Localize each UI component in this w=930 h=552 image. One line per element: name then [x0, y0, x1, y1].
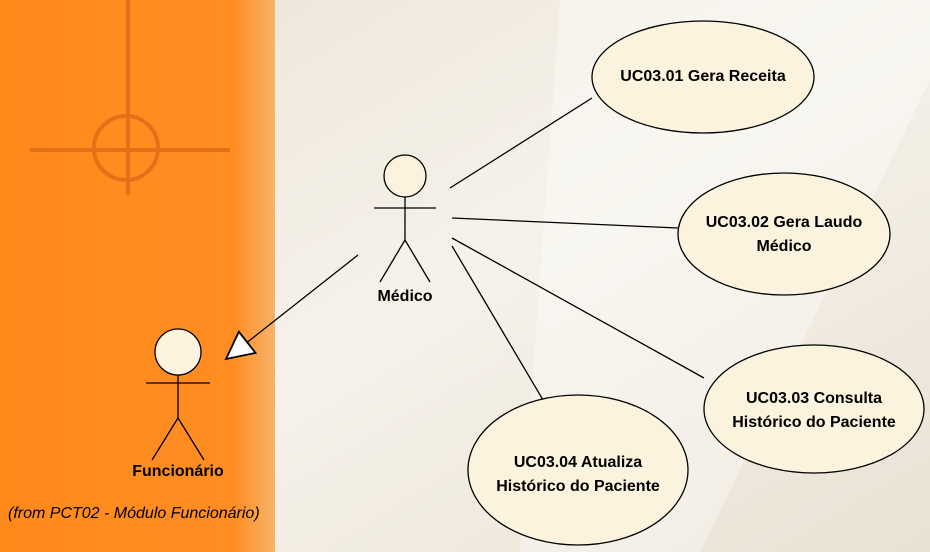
association-uc0302 [451, 217, 679, 229]
usecase-uc0302-label: UC03.02 Gera Laudo Médico [705, 214, 863, 255]
usecase-uc0303-label: UC03.03 Consulta Histórico do Paciente [732, 390, 896, 431]
actor-funcionario[interactable] [146, 328, 210, 461]
left-orange-panel [0, 0, 275, 552]
association-uc0303 [451, 237, 705, 379]
association-uc0301 [449, 97, 593, 189]
generalization-arrow [226, 254, 359, 359]
usecase-uc0304-ellipse[interactable] [467, 394, 689, 546]
usecase-uc0302-ellipse[interactable] [677, 172, 891, 296]
actor-medico-head [383, 154, 427, 198]
association-uc0304 [451, 245, 547, 406]
usecase-uc0301-ellipse[interactable] [591, 20, 815, 134]
usecase-uc0301-label: UC03.01 Gera Receita [620, 68, 786, 85]
usecase-uc0303-ellipse[interactable] [703, 344, 925, 474]
crosshair-decoration [30, 0, 230, 195]
actor-funcionario-label: Funcionário [132, 463, 224, 480]
usecase-uc0304-label: UC03.04 Atualiza Histórico do Paciente [496, 454, 660, 495]
actor-funcionario-package-note: (from PCT02 - Módulo Funcionário) [8, 505, 260, 522]
actor-funcionario-head [154, 328, 202, 376]
actor-medico[interactable] [374, 154, 436, 283]
actor-medico-label: Médico [377, 288, 433, 305]
